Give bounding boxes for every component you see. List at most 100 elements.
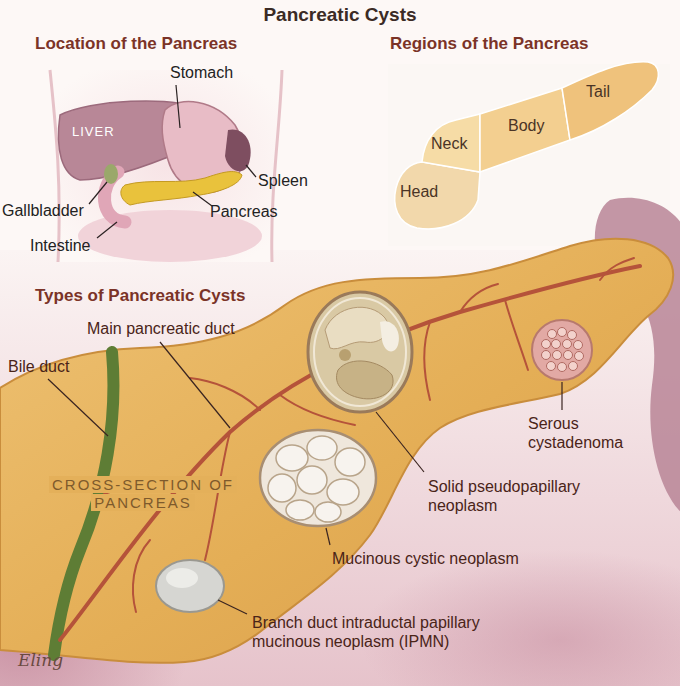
locule [315,502,341,522]
title-wrap: Pancreatic Cysts [0,4,680,27]
ipmn-cyst [156,560,224,612]
leader-line [97,222,117,238]
label-wrap: Eling [18,650,63,670]
microcyst [558,328,567,337]
label-wrap: Gallbladder [2,201,84,220]
part-label: Bile duct [8,357,69,376]
microcyst [542,340,551,349]
microcyst [553,351,562,360]
torso [50,70,282,262]
microcyst [552,340,561,349]
cyst-wall [156,560,224,612]
label-wrap: Location of the Pancreas [35,34,237,54]
leader-line [48,379,108,436]
label-wrap: Stomach [170,63,233,82]
organ-label: Intestine [30,236,90,255]
duct-branch [133,540,150,612]
region-name: Tail [586,82,610,101]
duct-branch [190,378,260,410]
label-wrap: Intestine [30,236,90,255]
label-wrap: Serous cystadenoma [528,414,643,452]
duct-branch [424,322,430,400]
microcyst [558,363,567,372]
label-wrap: Solid pseudopapillary neoplasm [428,477,613,515]
cyst-label: Branch duct intraductal papillary mucino… [252,613,542,651]
label-patch: CROSS-SECTION OF PANCREAS [49,476,237,511]
leader-line [176,85,180,128]
artist-signature: Eling [18,650,63,670]
organ-label: Pancreas [210,202,278,221]
spleen [225,129,251,171]
main-duct [60,266,640,640]
region-outline [395,162,480,229]
pancreas-region: Neck [418,110,482,174]
region-name: Neck [431,134,467,153]
cyst-label: Solid pseudopapillary neoplasm [428,477,613,515]
leader-line [218,600,247,614]
microcyst [574,341,583,350]
label-wrap: Mucinous cystic neoplasm [332,549,519,568]
region-outline [422,114,480,172]
locule [276,445,308,471]
label-wrap: Branch duct intraductal papillary mucino… [252,613,542,651]
mucinous-cystic-neoplasm [260,430,376,526]
leader-line [376,412,424,472]
solid-pseudopapillary-cyst [308,292,412,412]
microcyst [547,362,556,371]
part-label: Main pancreatic duct [87,319,235,338]
region-outline [562,62,658,140]
locule [327,479,359,505]
label-wrap: Spleen [258,171,308,190]
region-name: Head [400,182,438,201]
cyst-tissue [339,349,351,361]
duct-branch [505,300,528,370]
region-name: Body [508,116,544,135]
leader-line [561,382,562,410]
pancreas-region: Tail [562,60,662,144]
leader-line [326,528,330,545]
microcyst [569,362,578,371]
serous-cystadenoma [532,320,592,380]
organ-label: LIVER [72,124,115,140]
diagram-title: Pancreatic Cysts [0,4,680,27]
cyst-tissue [325,307,388,349]
cyst-wall [308,292,412,412]
label-wrap: Bile duct [8,357,69,376]
pancreas-region: Body [480,88,570,172]
torso-outline [272,70,282,262]
leader-line [160,342,230,428]
gallbladder [104,164,118,184]
duct-branch [205,432,230,560]
cyst-wall [260,430,376,526]
cyst-label: Mucinous cystic neoplasm [332,549,519,568]
torso-outline [50,70,59,262]
organ-label: Spleen [258,171,308,190]
microcyst [564,351,573,360]
region-outline [480,88,570,172]
locule [297,466,327,494]
microcyst [563,340,572,349]
region-shape [562,60,662,144]
cyst-highlight [166,568,198,588]
torso-figure [50,70,282,262]
locule [335,448,365,476]
locule [307,436,337,460]
microcyst [548,330,557,339]
duct-branch [460,284,498,312]
leader-line [89,182,107,204]
cyst-tissue [337,361,394,399]
organ-label: Gallbladder [2,201,84,220]
section-watermark: CROSS-SECTION OF PANCREAS [38,476,248,512]
cyst-tissue [380,321,399,351]
microcyst [575,352,584,361]
microcyst [568,331,577,340]
cyst-label: Serous cystadenoma [528,414,643,452]
label-wrap: Types of Pancreatic Cysts [35,286,245,306]
label-wrap: Regions of the Pancreas [390,34,588,54]
label-wrap: CROSS-SECTION OF PANCREAS [38,476,248,512]
pancreas-cross-section [0,239,673,663]
cyst-wall [532,320,592,380]
section-heading: Regions of the Pancreas [390,34,588,54]
